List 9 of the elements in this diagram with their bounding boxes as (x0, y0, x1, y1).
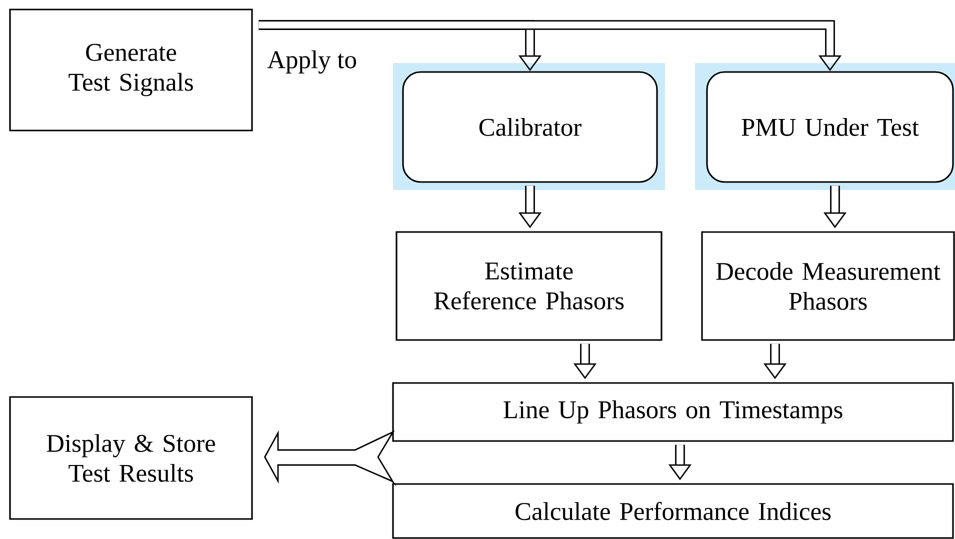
process-box: Generate Test Signals (9, 8, 253, 132)
rounded-box: Calibrator (402, 71, 658, 183)
process-box: Display & Store Test Results (9, 396, 253, 520)
process-box: Line Up Phasors on Timestamps (392, 382, 954, 442)
process-box: Decode Measurement Phasors (701, 231, 955, 341)
process-box: Calculate Performance Indices (392, 483, 954, 539)
rounded-box: PMU Under Test (706, 71, 954, 183)
process-box: Estimate Reference Phasors (396, 231, 662, 341)
edge-label: Apply to (265, 48, 359, 76)
